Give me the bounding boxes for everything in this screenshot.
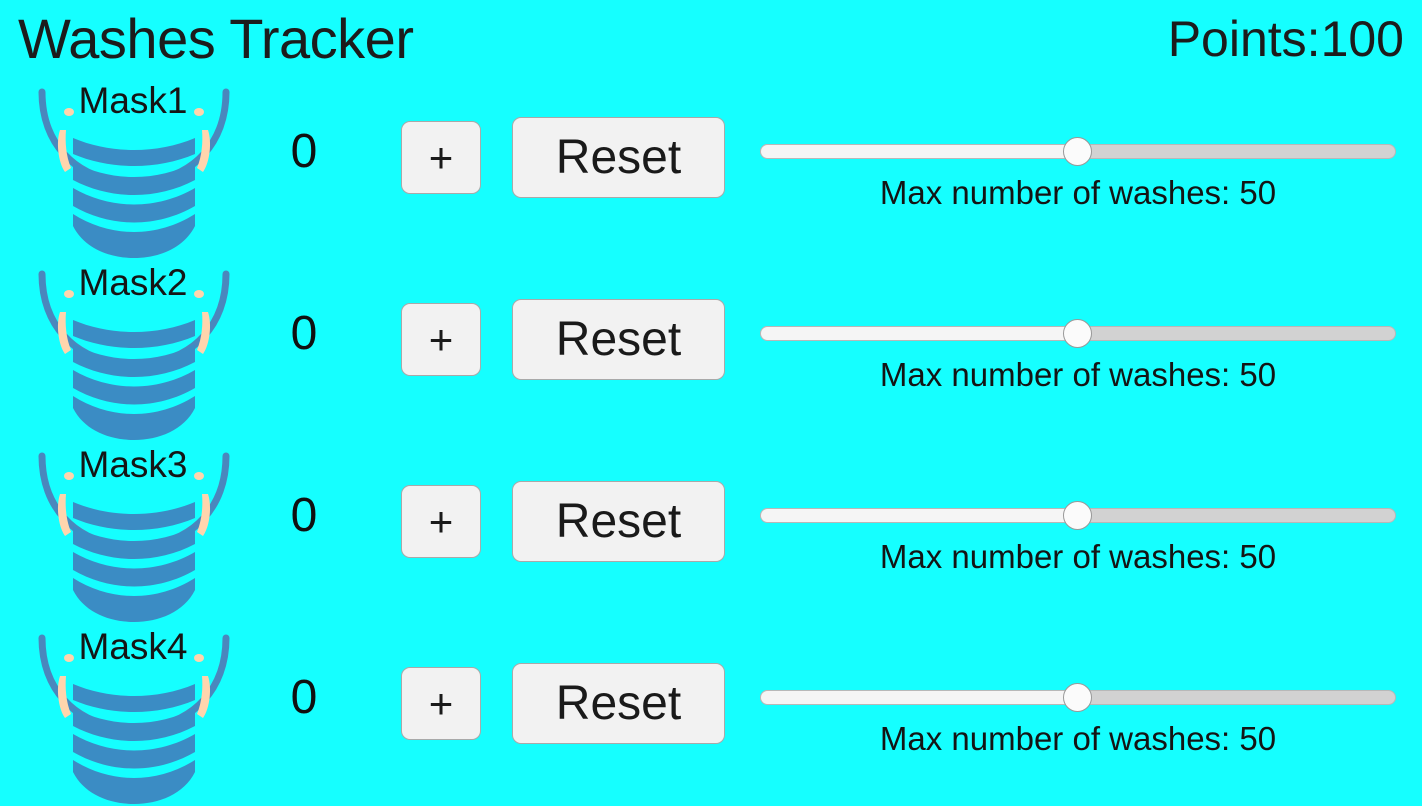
points-label: Points:: [1167, 11, 1321, 67]
slider-fill: [760, 326, 1078, 341]
points-display: Points:100: [1168, 14, 1404, 64]
slider-thumb[interactable]: [1063, 501, 1092, 530]
increment-button[interactable]: +: [401, 121, 481, 194]
max-washes-slider[interactable]: [760, 319, 1396, 348]
max-washes-slider[interactable]: [760, 683, 1396, 712]
max-washes-slider[interactable]: [760, 501, 1396, 530]
max-washes-slider[interactable]: [760, 137, 1396, 166]
slider-fill: [760, 144, 1078, 159]
increment-button[interactable]: +: [401, 303, 481, 376]
face-mask-icon: [38, 88, 230, 258]
face-mask-icon: [38, 634, 230, 804]
slider-thumb[interactable]: [1063, 319, 1092, 348]
page-title: Washes Tracker: [18, 7, 414, 70]
plus-icon: +: [428, 679, 454, 727]
increment-button[interactable]: +: [401, 485, 481, 558]
slider-thumb[interactable]: [1063, 683, 1092, 712]
wash-count: 0: [290, 307, 318, 360]
mask-cell: Mask4: [8, 624, 258, 806]
points-value: 100: [1320, 11, 1404, 67]
list-item-mask-3: Mask3 0 + Reset Max number of washes: 50: [0, 442, 1422, 624]
face-mask-icon: [38, 270, 230, 440]
slider-caption: Max number of washes: 50: [879, 356, 1277, 393]
wash-count: 0: [290, 125, 318, 178]
reset-button[interactable]: Reset: [512, 663, 725, 744]
mask-cell: Mask2: [8, 260, 258, 442]
plus-icon: +: [428, 133, 454, 181]
reset-button[interactable]: Reset: [512, 299, 725, 380]
wash-count: 0: [290, 489, 318, 542]
reset-button[interactable]: Reset: [512, 117, 725, 198]
mask-cell: Mask3: [8, 442, 258, 624]
slider-fill: [760, 508, 1078, 523]
plus-icon: +: [428, 497, 454, 545]
reset-button-label: Reset: [555, 312, 682, 366]
app-header: Washes Tracker Points:100: [0, 0, 1422, 78]
slider-thumb[interactable]: [1063, 137, 1092, 166]
plus-icon: +: [428, 315, 454, 363]
reset-button[interactable]: Reset: [512, 481, 725, 562]
list-item-mask-2: Mask2 0 + Reset Max number of washes: 50: [0, 260, 1422, 442]
list-item-mask-4: Mask4 0 + Reset Max number of washes: 50: [0, 624, 1422, 806]
reset-button-label: Reset: [555, 494, 682, 548]
mask-cell: Mask1: [8, 78, 258, 260]
reset-button-label: Reset: [555, 676, 682, 730]
slider-caption: Max number of washes: 50: [879, 174, 1277, 211]
slider-caption: Max number of washes: 50: [879, 538, 1277, 575]
slider-fill: [760, 690, 1078, 705]
wash-count: 0: [290, 671, 318, 724]
increment-button[interactable]: +: [401, 667, 481, 740]
mask-list: Mask1 0 + Reset Max number of washes: 50: [0, 78, 1422, 806]
face-mask-icon: [38, 452, 230, 622]
reset-button-label: Reset: [555, 130, 682, 184]
slider-caption: Max number of washes: 50: [879, 720, 1277, 757]
list-item-mask-1: Mask1 0 + Reset Max number of washes: 50: [0, 78, 1422, 260]
